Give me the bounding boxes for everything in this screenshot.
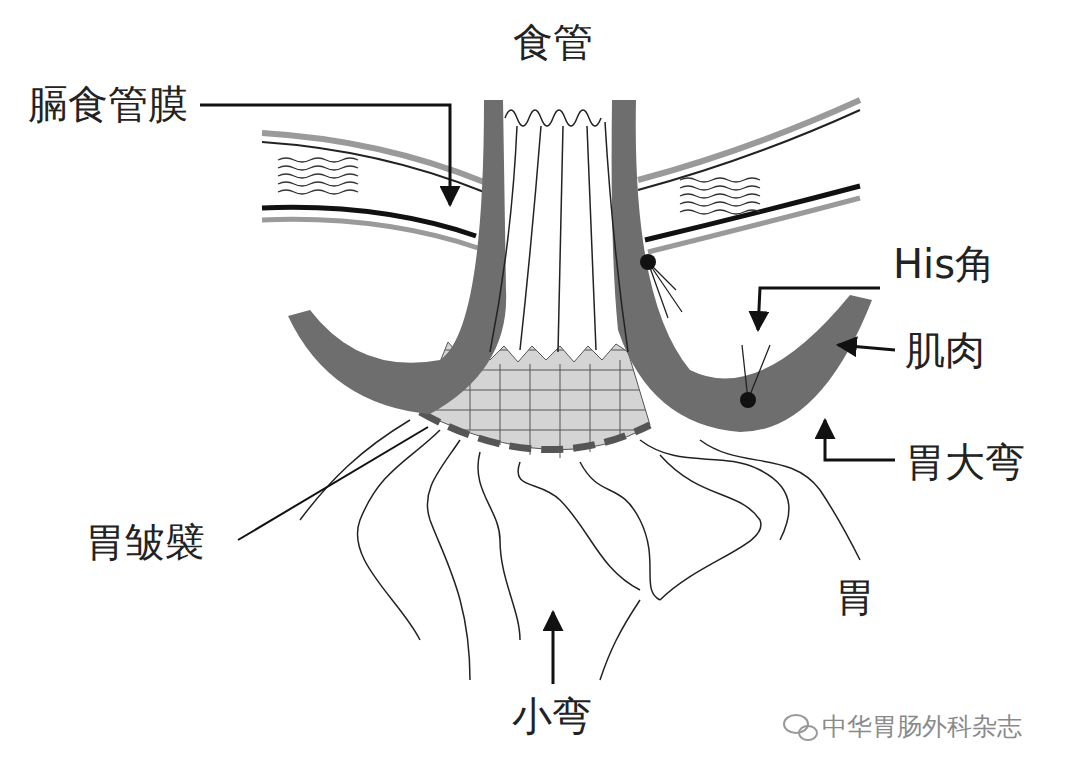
part-label: 胃大弯 — [905, 438, 1025, 486]
mucosa-lines — [490, 122, 628, 352]
wechat-icon — [784, 715, 817, 740]
organ-label: 胃 — [835, 573, 875, 621]
sling-fibre — [640, 254, 770, 408]
organ-label: 食管 — [513, 18, 593, 66]
cardia-edge — [420, 412, 650, 450]
stomach-wall — [288, 100, 506, 414]
part-label: 肌肉 — [905, 326, 985, 374]
leader-line — [200, 105, 895, 684]
gastric-folds — [300, 420, 860, 680]
part-label: His角 — [893, 240, 995, 288]
watermark: 中华胃肠外科杂志 — [822, 712, 1022, 742]
part-label: 膈食管膜 — [28, 80, 188, 128]
mucosa-folds — [505, 110, 601, 126]
part-label: 小弯 — [512, 692, 592, 740]
part-label: 胃皱襞 — [85, 518, 205, 566]
stomach-wall — [612, 100, 872, 432]
